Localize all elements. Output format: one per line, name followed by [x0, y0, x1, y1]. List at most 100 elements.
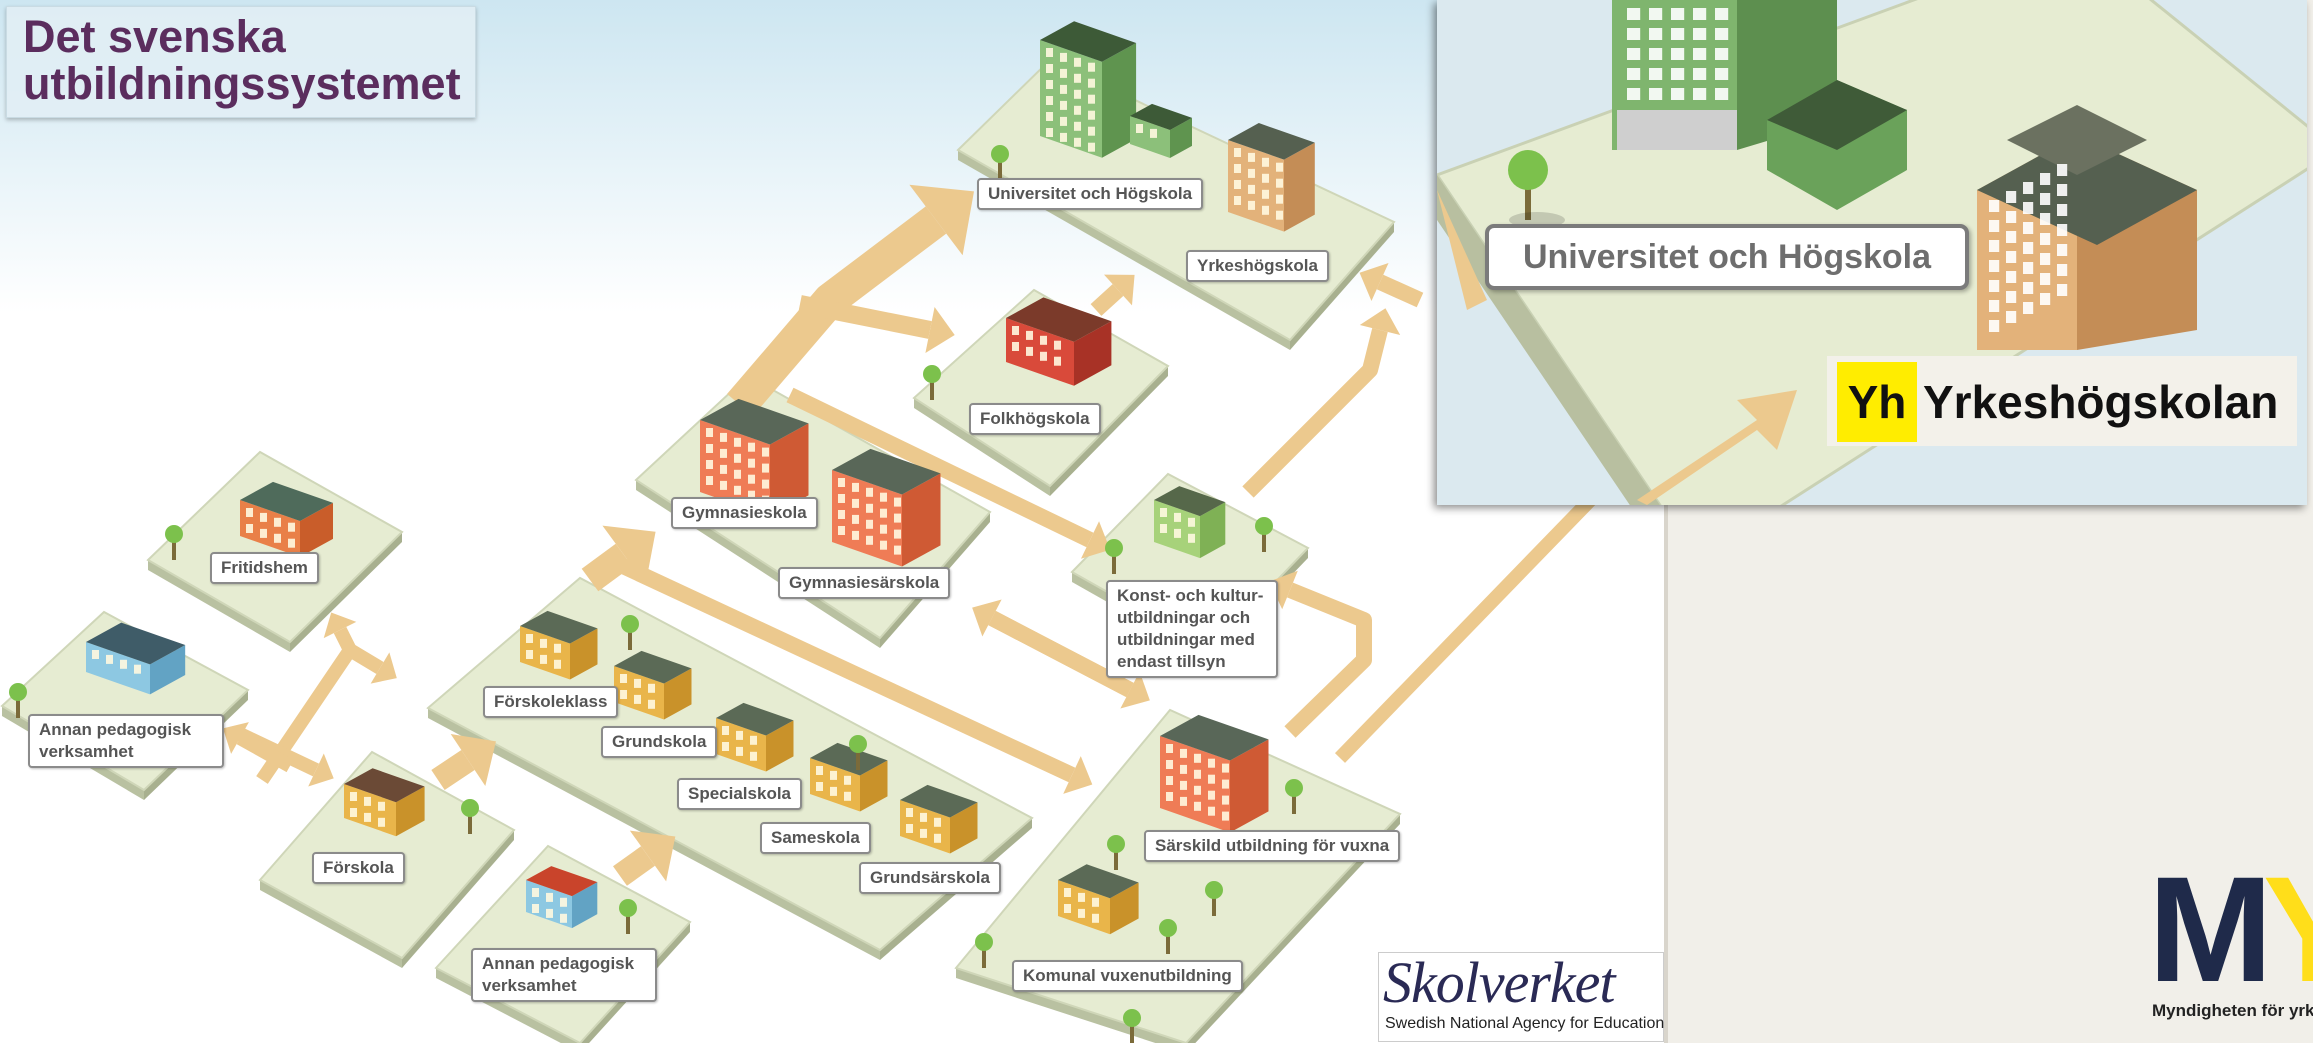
window — [762, 479, 769, 489]
arrow-grund-vux — [606, 552, 1076, 783]
tree-crown — [975, 933, 993, 951]
tree-crown — [1205, 881, 1223, 899]
tree-trunk — [628, 626, 632, 650]
window — [2040, 273, 2051, 285]
window — [1040, 351, 1047, 361]
window — [722, 726, 729, 735]
window — [560, 913, 567, 923]
window — [2023, 202, 2034, 214]
platform-edge-forskola — [260, 880, 402, 968]
window — [648, 683, 655, 693]
arrowhead-konst-yh — [1359, 308, 1401, 336]
window — [906, 808, 913, 817]
window — [1040, 335, 1047, 345]
building-side-annan-1 — [150, 645, 186, 695]
arrowhead-annan2-up — [629, 830, 676, 882]
tree-2 — [461, 799, 479, 834]
arrowhead-gym-uni — [909, 184, 974, 256]
tree-12 — [1205, 881, 1223, 916]
window — [2006, 251, 2017, 263]
window — [1715, 28, 1729, 40]
building-side-grundsarskola — [950, 802, 978, 854]
building-front-universitet — [1040, 40, 1102, 158]
window — [1671, 88, 1685, 100]
window — [706, 476, 713, 485]
building-roof-yrkeshogskola — [1228, 123, 1315, 160]
diagram-canvas — [0, 0, 1664, 1043]
arrowhead-yh-left — [1359, 263, 1389, 301]
window — [1064, 888, 1071, 897]
window — [1026, 330, 1033, 340]
window — [1248, 152, 1255, 162]
building-annan-1 — [86, 622, 186, 695]
window — [350, 792, 357, 801]
window — [838, 478, 845, 487]
window — [1092, 913, 1099, 923]
window — [852, 530, 859, 540]
window — [2057, 164, 2068, 176]
window — [1194, 753, 1201, 763]
window — [2040, 293, 2051, 305]
building-fritidshem — [240, 481, 333, 557]
window — [1693, 8, 1707, 20]
building-side-sarskild — [1230, 739, 1269, 833]
window — [526, 650, 533, 659]
window — [2057, 184, 2068, 196]
window — [1234, 180, 1241, 189]
building-roof-fritidshem — [240, 481, 333, 521]
window — [1180, 780, 1187, 790]
tree-crown — [849, 735, 867, 753]
window — [1194, 801, 1201, 811]
window — [880, 540, 887, 550]
window — [1989, 240, 2000, 252]
arrow-forskola-up — [431, 750, 475, 790]
building-roof-gymnasieskola — [700, 398, 809, 445]
window — [748, 442, 755, 452]
logo-name: Skolverket — [1383, 950, 1616, 1015]
window — [880, 492, 887, 502]
window — [1088, 110, 1095, 120]
window — [720, 480, 727, 490]
window — [2040, 213, 2051, 225]
window — [246, 508, 253, 517]
yh-badge: Yh — [1837, 362, 1917, 442]
tree-crown — [923, 365, 941, 383]
window — [2006, 311, 2017, 323]
window — [1180, 748, 1187, 758]
window — [532, 888, 539, 897]
window — [2023, 262, 2034, 274]
window — [736, 746, 743, 756]
window — [1208, 758, 1215, 768]
window — [92, 650, 99, 659]
window — [1054, 340, 1061, 350]
window — [1234, 164, 1241, 173]
window — [894, 529, 901, 539]
myh-letter-y: Y — [2262, 868, 2313, 1013]
inset-university-building — [1612, 0, 1907, 210]
window — [1649, 8, 1663, 20]
tree-trunk — [172, 536, 176, 560]
window — [1074, 73, 1081, 83]
window — [748, 474, 755, 484]
label-forskoleklass: Förskoleklass — [483, 686, 619, 718]
window — [1671, 48, 1685, 60]
window — [1074, 57, 1081, 67]
window — [554, 659, 561, 669]
window — [750, 751, 757, 761]
window — [364, 812, 371, 822]
window — [120, 659, 127, 669]
window — [1088, 94, 1095, 104]
building-roof-folkhogskola — [1006, 297, 1112, 342]
arrow-konst-yh — [1242, 328, 1388, 498]
window — [844, 775, 851, 785]
window — [620, 674, 627, 683]
building-roof-forskoleklass — [520, 610, 598, 644]
window — [894, 497, 901, 507]
window — [1208, 806, 1215, 816]
arrow-vux-konst-l — [988, 610, 1134, 698]
window — [762, 463, 769, 473]
building-roof-annan-1 — [86, 622, 186, 665]
building-side-konst — [1200, 502, 1226, 559]
label-folkhogskola: Folkhögskola — [969, 403, 1101, 435]
window — [2006, 271, 2017, 283]
